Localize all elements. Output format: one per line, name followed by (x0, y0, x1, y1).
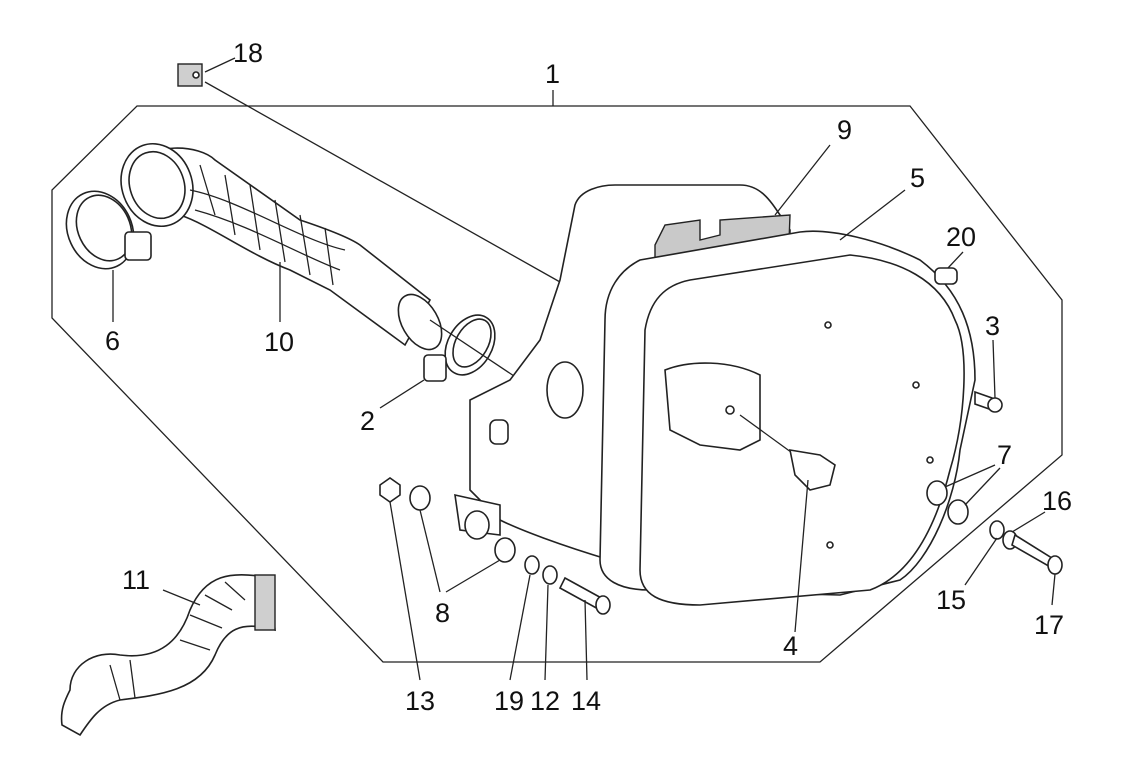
part-18-clip (177, 57, 561, 283)
label-19: 19 (494, 686, 524, 716)
part-10-intake-duct (120, 142, 443, 351)
part-15-16-17-bolt (964, 511, 1063, 606)
label-2: 2 (360, 406, 375, 436)
label-16: 16 (1042, 486, 1072, 516)
part-2-clamp (379, 314, 521, 409)
label-8: 8 (435, 598, 450, 628)
label-13: 13 (405, 686, 435, 716)
part-3-screw (974, 339, 1003, 413)
part-6-clamp (65, 190, 152, 322)
label-14: 14 (571, 686, 601, 716)
label-12: 12 (530, 686, 560, 716)
part-13-8-19-12-14-fasteners (379, 477, 611, 681)
label-1: 1 (545, 59, 560, 89)
part-20-dowel (934, 251, 964, 285)
label-17: 17 (1034, 610, 1064, 640)
label-3: 3 (985, 311, 1000, 341)
part-11-hose (60, 573, 276, 737)
label-9: 9 (837, 115, 852, 145)
label-7: 7 (997, 440, 1012, 470)
label-4: 4 (783, 631, 798, 661)
label-6: 6 (105, 326, 120, 356)
label-10: 10 (264, 327, 294, 357)
part-7-grommets (926, 464, 1001, 525)
label-20: 20 (946, 222, 976, 252)
label-11: 11 (122, 565, 150, 595)
assembly-outline (51, 105, 1063, 663)
label-15: 15 (936, 585, 966, 615)
label-18: 18 (233, 38, 263, 68)
part-5-cover (599, 189, 976, 606)
label-5: 5 (910, 163, 925, 193)
part-4-knob (739, 414, 836, 633)
